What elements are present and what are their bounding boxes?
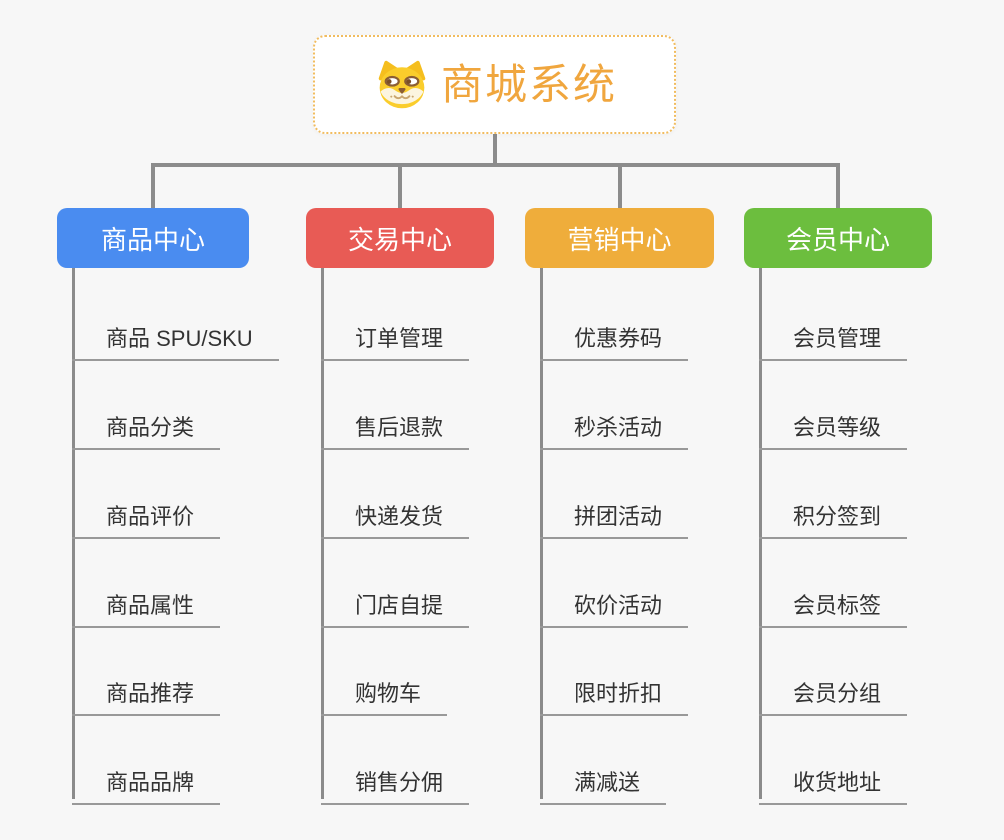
branch-trunk-line xyxy=(759,268,762,799)
branch-connector-bus xyxy=(151,163,840,167)
root-topic-node[interactable]: 商城系统 xyxy=(313,35,676,134)
subtopic-node[interactable]: 订单管理 xyxy=(321,317,470,361)
subtopic-node[interactable]: 商品 SPU/SKU xyxy=(72,317,279,361)
branch-node-trade-center[interactable]: 交易中心 xyxy=(306,208,494,268)
subtopic-node[interactable]: 商品推荐 xyxy=(72,672,221,716)
subtopic-node[interactable]: 商品评价 xyxy=(72,495,221,539)
subtopic-node[interactable]: 商品分类 xyxy=(72,406,221,450)
branch-node-product-center[interactable]: 商品中心 xyxy=(57,208,249,268)
subtopic-node[interactable]: 会员管理 xyxy=(759,317,908,361)
branch-connector-drop xyxy=(398,163,402,208)
subtopic-node[interactable]: 会员标签 xyxy=(759,584,908,628)
branch-trunk-line xyxy=(540,268,543,799)
subtopic-node[interactable]: 商品属性 xyxy=(72,584,221,628)
subtopic-node[interactable]: 限时折扣 xyxy=(540,672,689,716)
root-topic-title: 商城系统 xyxy=(440,60,617,108)
branch-connector-drop xyxy=(618,163,622,208)
subtopic-node[interactable]: 会员分组 xyxy=(759,672,908,716)
subtopic-node[interactable]: 秒杀活动 xyxy=(540,406,689,450)
subtopic-node[interactable]: 砍价活动 xyxy=(540,584,689,628)
branch-connector-drop xyxy=(151,163,155,208)
branch-label: 交易中心 xyxy=(347,224,452,255)
shiba-dog-icon xyxy=(372,58,432,112)
subtopic-node[interactable]: 会员等级 xyxy=(759,406,908,450)
branch-connector-drop xyxy=(836,163,840,208)
branch-trunk-line xyxy=(72,268,75,799)
branch-label: 商品中心 xyxy=(100,224,205,255)
branch-node-member-center[interactable]: 会员中心 xyxy=(744,208,932,268)
branch-trunk-line xyxy=(321,268,324,799)
subtopic-node[interactable]: 商品品牌 xyxy=(72,761,221,805)
subtopic-node[interactable]: 销售分佣 xyxy=(321,761,470,805)
subtopic-node[interactable]: 售后退款 xyxy=(321,406,470,450)
subtopic-node[interactable]: 门店自提 xyxy=(321,584,470,628)
subtopic-node[interactable]: 收货地址 xyxy=(759,761,908,805)
branch-label: 会员中心 xyxy=(785,224,890,255)
subtopic-node[interactable]: 快递发货 xyxy=(321,495,470,539)
subtopic-node[interactable]: 拼团活动 xyxy=(540,495,689,539)
branch-node-marketing-center[interactable]: 营销中心 xyxy=(525,208,714,268)
subtopic-node[interactable]: 积分签到 xyxy=(759,495,908,539)
subtopic-node[interactable]: 满减送 xyxy=(540,761,667,805)
root-connector-stub xyxy=(493,134,497,164)
subtopic-node[interactable]: 购物车 xyxy=(321,672,448,716)
subtopic-node[interactable]: 优惠券码 xyxy=(540,317,689,361)
branch-label: 营销中心 xyxy=(567,224,672,255)
